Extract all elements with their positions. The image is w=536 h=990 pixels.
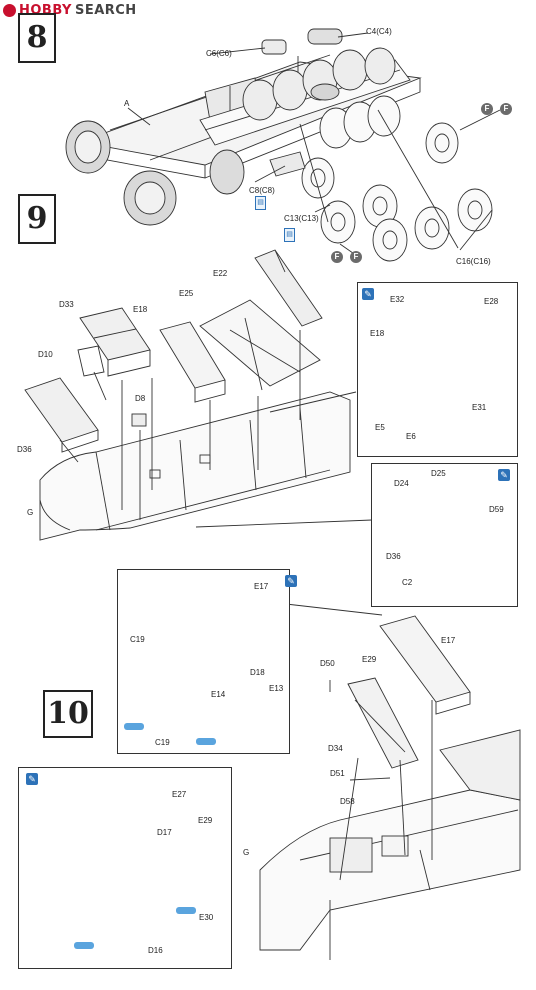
watermark: HOBBY SEARCH bbox=[3, 3, 137, 18]
part-label-e29: E29 bbox=[362, 655, 377, 664]
inset-label-e30: E30 bbox=[199, 913, 214, 922]
step-number-10: 10 bbox=[43, 690, 93, 738]
cement-icon bbox=[196, 738, 216, 745]
inset-d36-subassembly: ✎ bbox=[371, 463, 518, 607]
inset-label-d59: D59 bbox=[489, 505, 504, 514]
inset-label-e27: E27 bbox=[172, 790, 187, 799]
part-label-d8: D8 bbox=[135, 394, 146, 403]
part-label-e22: E22 bbox=[213, 269, 228, 278]
paint-brush-icon: ✎ bbox=[285, 575, 297, 587]
inset-e27-subassembly: ✎ bbox=[18, 767, 232, 969]
part-label-e25: E25 bbox=[179, 289, 194, 298]
inset-label-e28: E28 bbox=[484, 297, 499, 306]
inset-label-e17: E17 bbox=[254, 582, 269, 591]
part-label-c6: C6(C6) bbox=[206, 49, 232, 58]
part-label-e18: E18 bbox=[133, 305, 148, 314]
paint-brush-icon: ✎ bbox=[362, 288, 374, 300]
part-label-c16: C16(C16) bbox=[456, 257, 491, 266]
step-number-8: 8 bbox=[18, 13, 56, 63]
step10-main-art bbox=[259, 615, 521, 960]
inset-label-d36: D36 bbox=[386, 552, 401, 561]
part-label-d51: D51 bbox=[330, 769, 345, 778]
inset-label-e13: E13 bbox=[269, 684, 284, 693]
inset-label-d17: D17 bbox=[157, 828, 172, 837]
paint-brush-icon: ✎ bbox=[498, 469, 510, 481]
part-label-c13: C13(C13) bbox=[284, 214, 319, 223]
note-icon: ▤ bbox=[255, 196, 266, 210]
part-label-d34: D34 bbox=[328, 744, 343, 753]
part-label-d10: D10 bbox=[38, 350, 53, 359]
part-label-c8: C8(C8) bbox=[249, 186, 275, 195]
step9-art bbox=[24, 249, 373, 541]
watermark-logo-icon bbox=[3, 4, 16, 17]
inset-label-e6: E6 bbox=[406, 432, 416, 441]
inset-label-e29: E29 bbox=[198, 816, 213, 825]
inset-label-e14: E14 bbox=[211, 690, 226, 699]
cement-icon bbox=[124, 723, 144, 730]
part-label-d58: D58 bbox=[340, 797, 355, 806]
inset-label-d24: D24 bbox=[394, 479, 409, 488]
inset-label-c19: C19 bbox=[130, 635, 145, 644]
inset-label-c19-lower: C19 bbox=[155, 738, 170, 747]
part-label-g: G bbox=[27, 508, 34, 517]
part-f-badge-alt: F bbox=[500, 103, 512, 115]
part-label-d36: D36 bbox=[17, 445, 32, 454]
part-label-e17: E17 bbox=[441, 636, 456, 645]
inset-label-e31: E31 bbox=[472, 403, 487, 412]
note-icon: ▤ bbox=[284, 228, 295, 242]
watermark-suffix: SEARCH bbox=[74, 3, 137, 18]
inset-d34-subassembly: ✎ bbox=[117, 569, 297, 754]
cement-icon bbox=[176, 907, 196, 914]
part-f-badge-2: F bbox=[331, 251, 343, 263]
inset-label-d16: D16 bbox=[148, 946, 163, 955]
cement-icon bbox=[74, 942, 94, 949]
part-label-d33: D33 bbox=[59, 300, 74, 309]
step-number-9: 9 bbox=[18, 194, 56, 244]
step8-chassis bbox=[65, 28, 501, 262]
inset-label-d18: D18 bbox=[250, 668, 265, 677]
inset-label-e18: E18 bbox=[370, 329, 385, 338]
inset-label-e32: E32 bbox=[390, 295, 405, 304]
inset-label-d25: D25 bbox=[431, 469, 446, 478]
part-f-badge-2-alt: F bbox=[350, 251, 362, 263]
part-label-c4: C4(C4) bbox=[366, 27, 392, 36]
part-f-badge: F bbox=[481, 103, 493, 115]
part-label-d50: D50 bbox=[320, 659, 335, 668]
inset-e18-subassembly: ✎ bbox=[357, 282, 518, 457]
part-label-a: A bbox=[124, 99, 130, 108]
inset-label-c2: C2 bbox=[402, 578, 413, 587]
inset-label-e5: E5 bbox=[375, 423, 385, 432]
part-label-g-lower: G bbox=[243, 848, 250, 857]
paint-brush-icon: ✎ bbox=[26, 773, 38, 785]
